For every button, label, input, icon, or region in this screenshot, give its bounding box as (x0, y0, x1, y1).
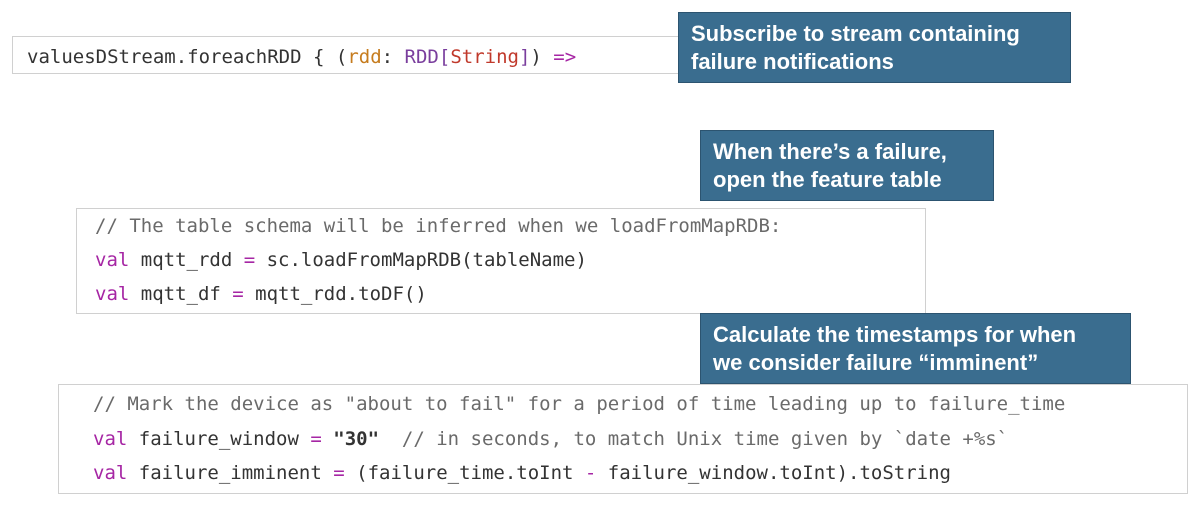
code-line-mqtt-df: val mqtt_df = mqtt_rdd.toDF() (95, 279, 427, 309)
code-line-failure-imminent: val failure_imminent = (failure_time.toI… (93, 458, 951, 488)
code-line-failure-window: val failure_window = "30" // in seconds,… (93, 424, 1008, 454)
code-token-brace: { ( (301, 46, 348, 68)
code-token-type-close: ] (518, 46, 531, 68)
code-token-expr: mqtt_rdd.toDF() (243, 283, 427, 305)
code-line-mqtt-rdd: val mqtt_rdd = sc.loadFromMapRDB(tableNa… (95, 245, 587, 275)
callout-subscribe-line1: Subscribe to stream containing (691, 21, 1020, 46)
code-token-equals: = (232, 283, 244, 305)
code-token-close: ) (530, 46, 554, 68)
code-token-method: .foreachRDD (175, 46, 302, 68)
callout-calculate-timestamps: Calculate the timestamps for when we con… (700, 313, 1131, 384)
code-token-object: valuesDStream (27, 46, 176, 68)
code-token-name: failure_window (127, 428, 311, 450)
callout-calc-line1: Calculate the timestamps for when (713, 322, 1077, 347)
code-token-val: val (95, 283, 130, 305)
code-token-expr-start: (failure_time.toInt (344, 462, 585, 484)
code-token-val: val (93, 462, 128, 484)
code-token-type-arg: String (450, 46, 519, 68)
code-line-foreachrdd: valuesDStream.foreachRDD { (rdd: RDD[Str… (27, 42, 576, 72)
code-token-expr: sc.loadFromMapRDB(tableName) (255, 249, 587, 271)
callout-subscribe-stream: Subscribe to stream containing failure n… (678, 12, 1071, 83)
code-token-val: val (95, 249, 130, 271)
callout-calc-line2: we consider failure “imminent” (713, 350, 1039, 375)
code-token-type: RDD[ (404, 46, 451, 68)
callout-open-line2: open the feature table (713, 167, 942, 192)
code-block-failure-window: // Mark the device as "about to fail" fo… (58, 384, 1188, 494)
code-token-name: failure_imminent (127, 462, 334, 484)
code-token-name: mqtt_rdd (129, 249, 244, 271)
code-token-equals: = (310, 428, 322, 450)
code-token-val: val (93, 428, 128, 450)
code-token-minus: - (584, 462, 597, 484)
code-line-mark-comment: // Mark the device as "about to fail" fo… (93, 393, 1066, 415)
callout-open-feature-table: When there’s a failure, open the feature… (700, 130, 994, 201)
callout-open-line1: When there’s a failure, (713, 139, 947, 164)
code-token-colon: : (381, 46, 405, 68)
code-token-name: mqtt_df (129, 283, 233, 305)
code-token-param: rdd (347, 46, 382, 68)
code-token-arrow: => (553, 46, 577, 68)
callout-subscribe-line2: failure notifications (691, 49, 894, 74)
code-line-schema-comment: // The table schema will be inferred whe… (95, 215, 782, 237)
code-block-load-table: // The table schema will be inferred whe… (76, 208, 926, 314)
code-token-equals: = (243, 249, 256, 271)
code-token-string: "30" (321, 428, 380, 450)
code-token-expr-end: failure_window.toInt).toString (596, 462, 951, 484)
code-block-foreachrdd: valuesDStream.foreachRDD { (rdd: RDD[Str… (12, 36, 682, 74)
code-token-equals: = (333, 462, 345, 484)
code-token-comment: // in seconds, to match Unix time given … (379, 428, 1009, 450)
